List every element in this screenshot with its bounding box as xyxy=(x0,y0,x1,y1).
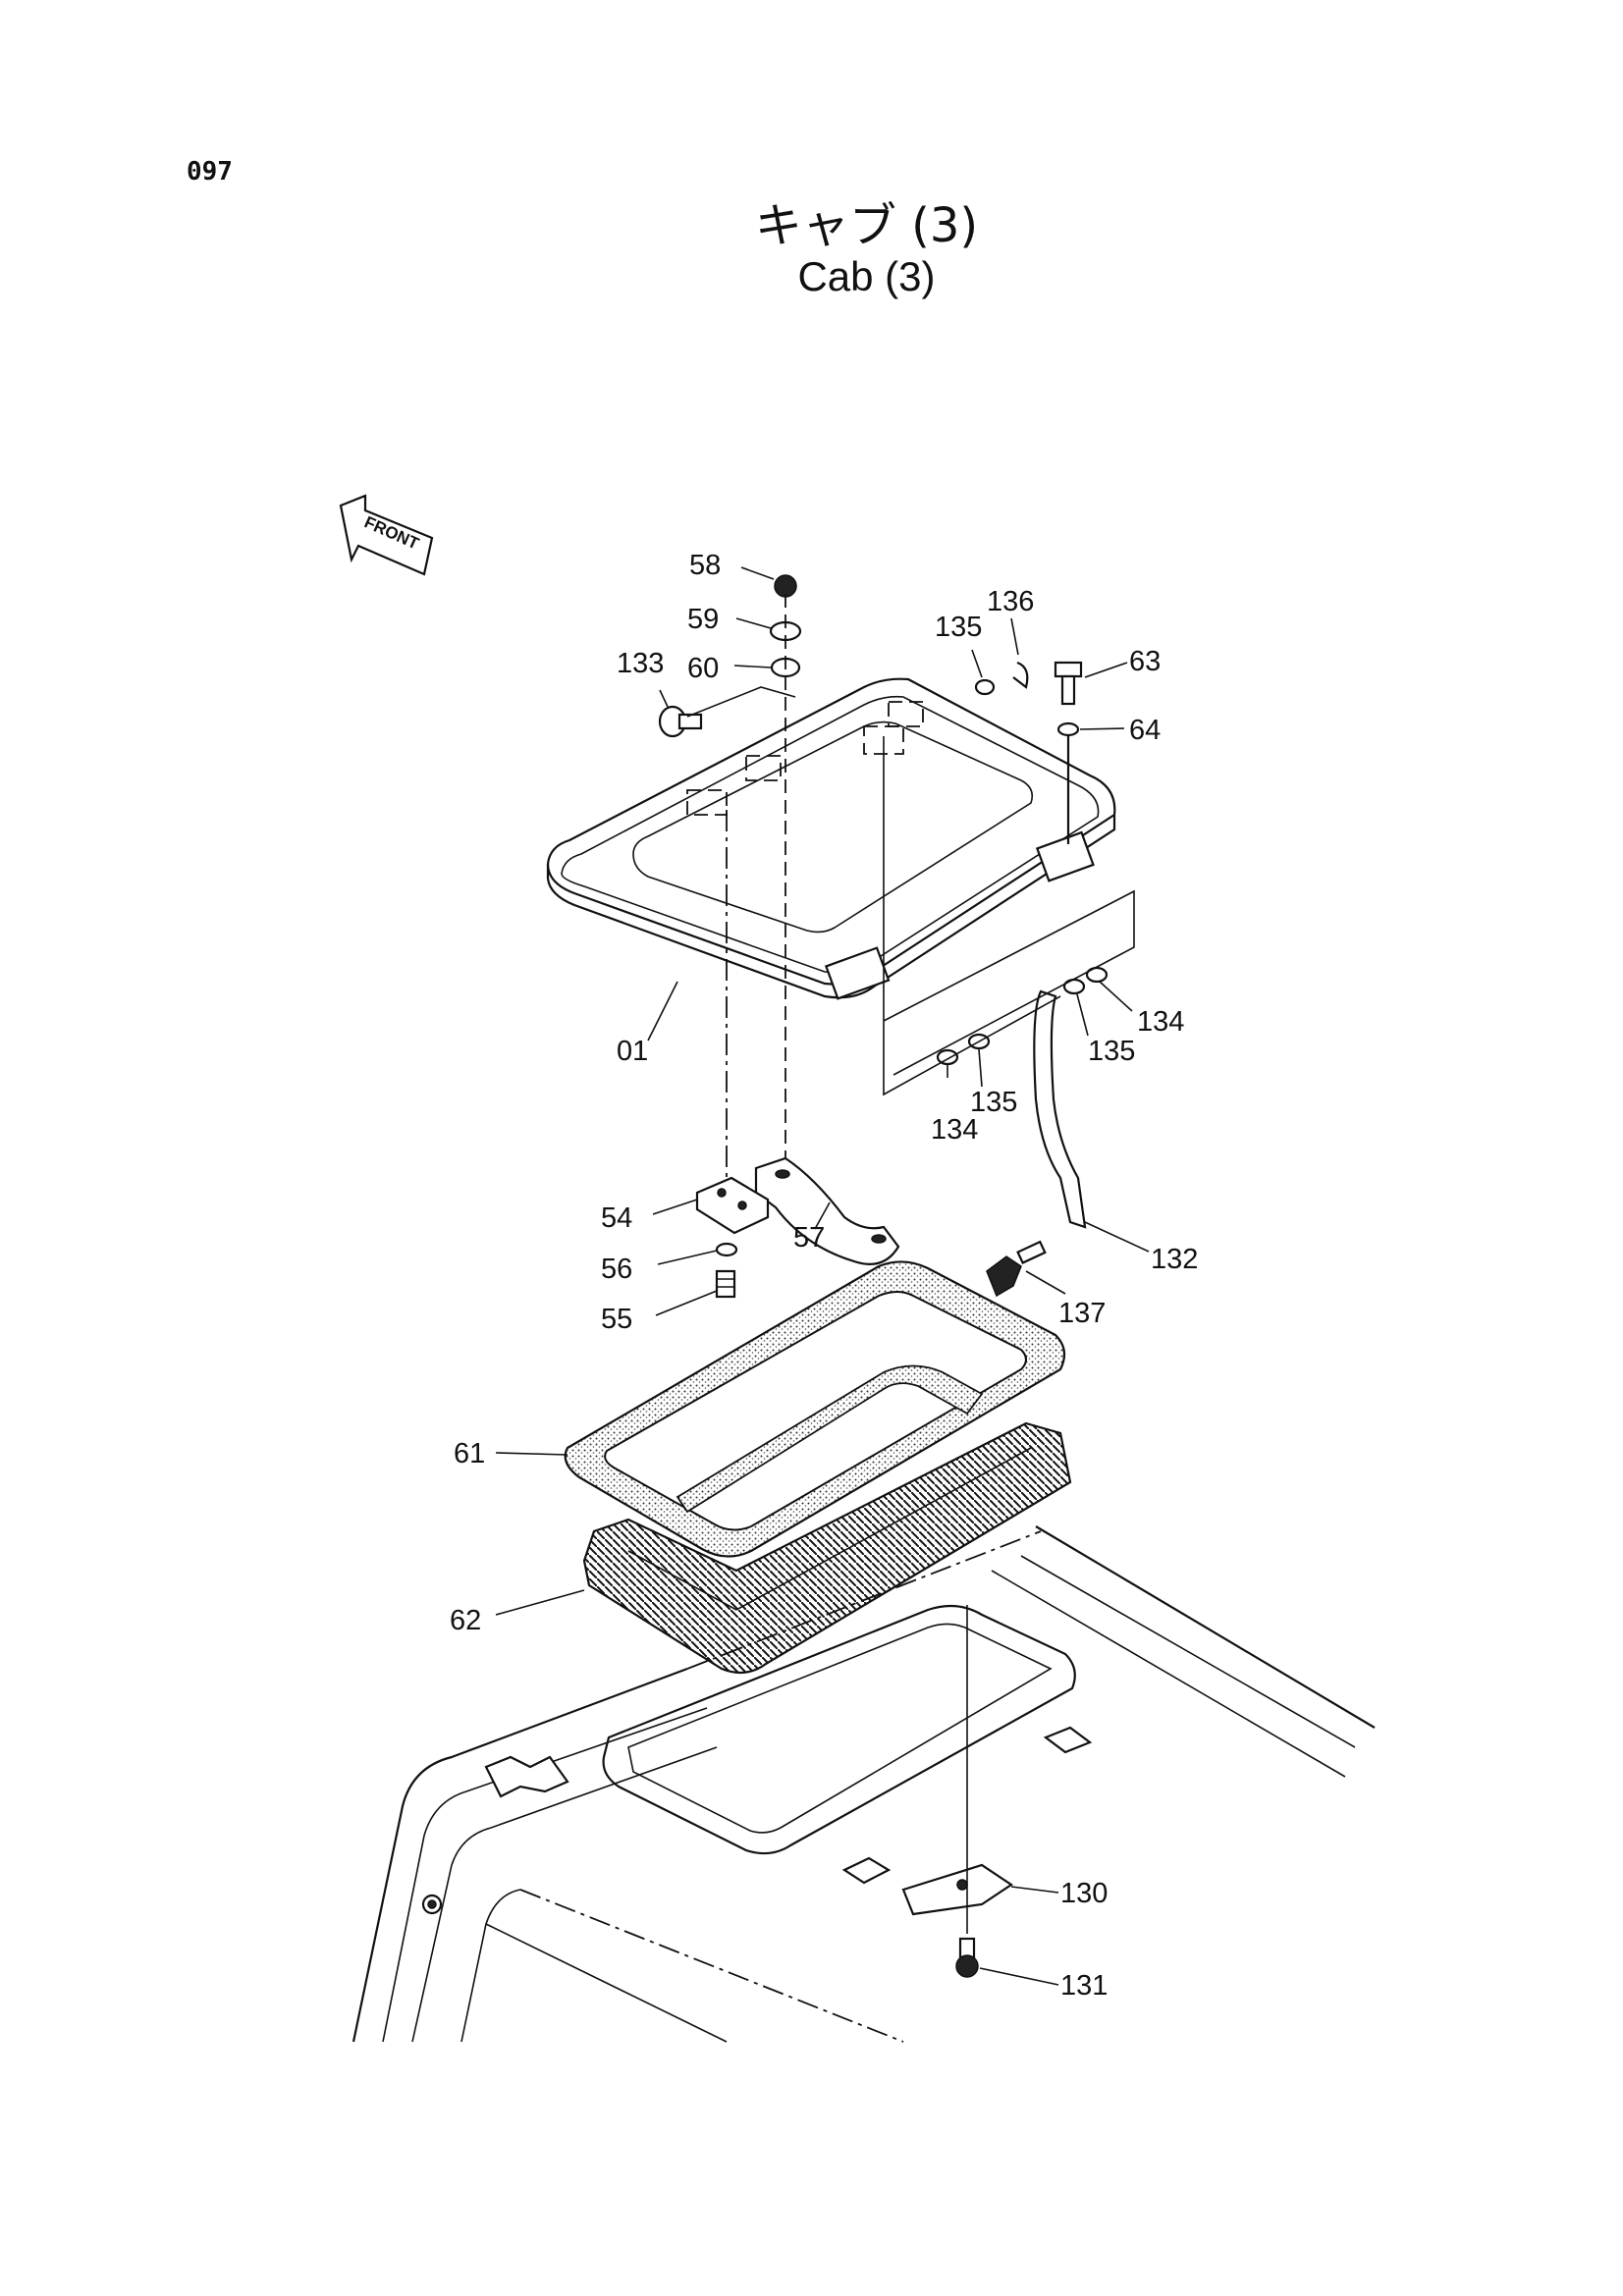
callout-136: 136 xyxy=(987,586,1034,617)
bolt-part-63 xyxy=(1054,661,1083,706)
callout-135-left: 135 xyxy=(970,1087,1017,1118)
callout-57: 57 xyxy=(793,1222,825,1254)
callout-54: 54 xyxy=(601,1202,632,1234)
callout-135-top: 135 xyxy=(935,612,982,643)
callout-56: 56 xyxy=(601,1254,632,1285)
frame-part-62 xyxy=(582,1421,1072,1675)
assembly-lines xyxy=(686,594,1135,1934)
callout-137: 137 xyxy=(1058,1298,1106,1329)
callout-59: 59 xyxy=(687,604,719,635)
clip-part-136 xyxy=(1012,661,1029,689)
stay-rod-part-132 xyxy=(1033,989,1087,1229)
washer-part-135 xyxy=(974,678,996,696)
leader-lines xyxy=(495,566,1150,1986)
callout-61: 61 xyxy=(454,1438,485,1469)
washer-part-135 xyxy=(1062,978,1086,995)
callout-133: 133 xyxy=(617,648,664,679)
seal-part-61 xyxy=(564,1260,1066,1558)
latch-base-part-54 xyxy=(695,1176,770,1235)
callout-130: 130 xyxy=(1060,1878,1108,1909)
washer-part-134 xyxy=(936,1048,959,1066)
callout-58: 58 xyxy=(689,550,721,581)
callout-64: 64 xyxy=(1129,715,1161,746)
washer-part-64 xyxy=(1056,721,1080,737)
title-japanese: キャブ (3) xyxy=(754,198,979,253)
title-english: Cab (3) xyxy=(797,253,936,299)
callout-62: 62 xyxy=(450,1605,481,1636)
callout-134-right: 134 xyxy=(1137,1006,1184,1038)
callout-135-right: 135 xyxy=(1088,1036,1135,1067)
cab-roof-outline xyxy=(352,1525,1376,2043)
callout-55: 55 xyxy=(601,1304,632,1335)
hatch-lid-part-01 xyxy=(546,677,1116,1000)
callout-01: 01 xyxy=(617,1036,648,1067)
callout-63: 63 xyxy=(1129,646,1161,677)
callout-134-left: 134 xyxy=(931,1114,978,1146)
callout-132: 132 xyxy=(1151,1244,1198,1275)
knob-part-58 xyxy=(774,574,797,598)
bolt-part-55 xyxy=(715,1269,736,1299)
page-number: 097 xyxy=(187,157,233,187)
bracket-part-130 xyxy=(901,1863,1013,1916)
knob-bolt-part-137 xyxy=(986,1240,1047,1298)
front-arrow-icon: FRONT xyxy=(339,494,434,576)
handle-part-57 xyxy=(754,1156,900,1265)
washer-part-56 xyxy=(715,1242,738,1257)
bolt-part-131 xyxy=(955,1937,979,1978)
pin-part-133 xyxy=(658,705,703,738)
callout-131: 131 xyxy=(1060,1970,1108,2002)
callout-60: 60 xyxy=(687,653,719,684)
